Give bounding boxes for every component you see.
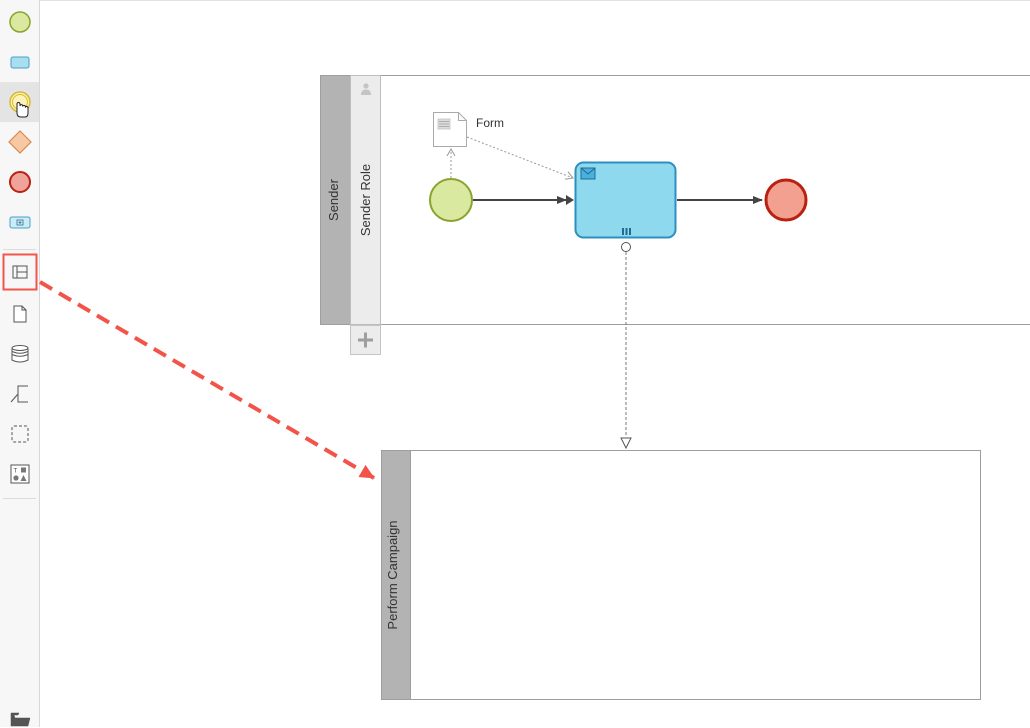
envelope-icon	[581, 168, 595, 179]
add-lane-button[interactable]	[351, 326, 381, 355]
lane-sender-role-label: Sender Role	[358, 164, 373, 236]
start-event[interactable]	[430, 179, 472, 221]
form-lines-icon	[438, 119, 450, 129]
message-flow-arrowhead	[621, 438, 631, 448]
data-object-form-label: Form	[476, 116, 504, 130]
pool-sender-label: Sender	[326, 178, 341, 221]
parallel-multi-instance-icon	[622, 228, 631, 235]
pool-perform-campaign[interactable]: Perform Campaign	[382, 451, 981, 700]
end-event[interactable]	[766, 180, 806, 220]
lane-sender-role[interactable]: Sender Role	[351, 76, 381, 325]
pool-perform-campaign-label: Perform Campaign	[385, 520, 400, 629]
message-task[interactable]	[576, 163, 676, 238]
